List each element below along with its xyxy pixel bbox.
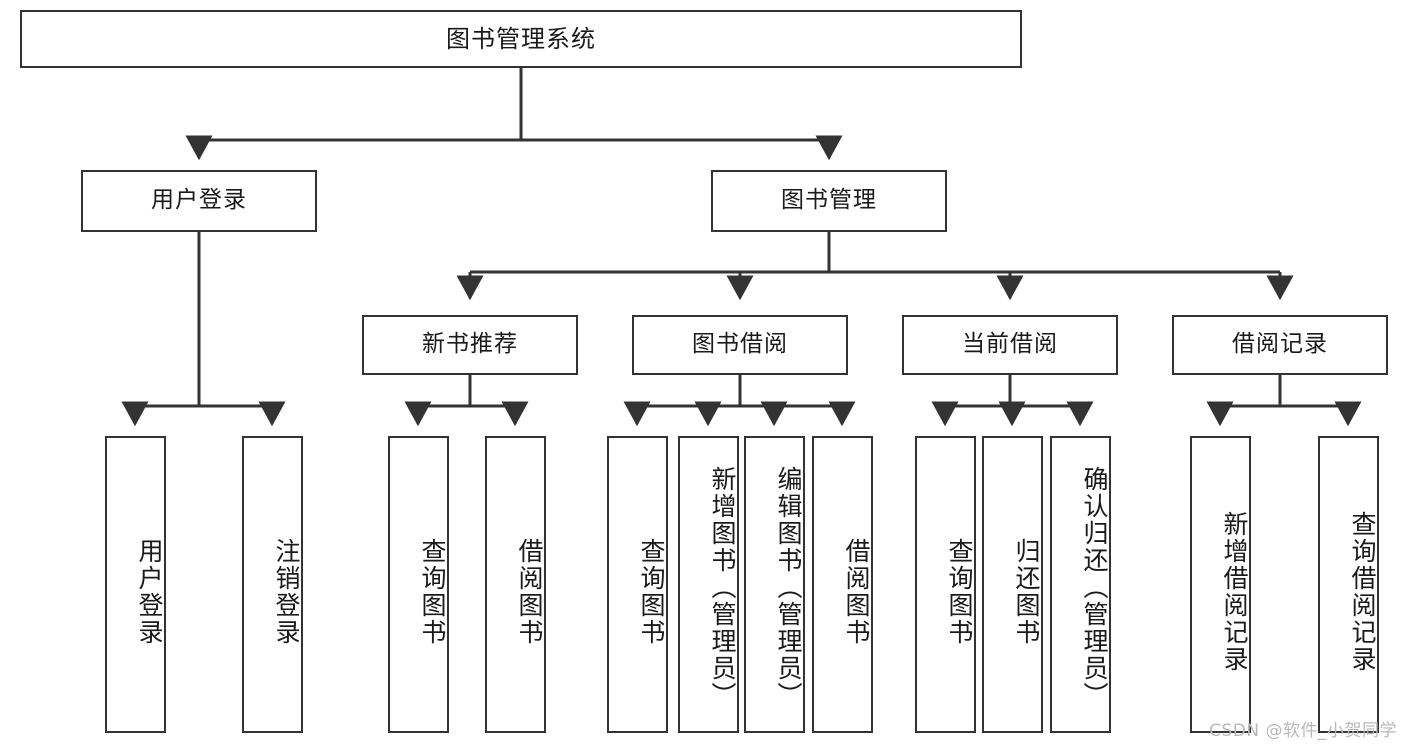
leaf-borrow-book-recommend[interactable]: 借阅图书 bbox=[485, 436, 546, 733]
leaf-confirm-return-admin[interactable]: 确认归还（管理员） bbox=[1050, 436, 1111, 733]
node-label: 图书管理 bbox=[781, 187, 877, 214]
leaf-borrow-book[interactable]: 借阅图书 bbox=[812, 436, 873, 733]
node-label: 用户登录 bbox=[151, 187, 247, 214]
leaf-query-book-recommend[interactable]: 查询图书 bbox=[388, 436, 449, 733]
node-label: 新增图书（管理员） bbox=[708, 466, 737, 709]
node-book-borrow[interactable]: 图书借阅 bbox=[632, 315, 848, 375]
node-label: 确认归还（管理员） bbox=[1080, 466, 1109, 709]
node-label: 注销登录 bbox=[272, 537, 301, 646]
node-label: 借阅图书 bbox=[515, 537, 544, 646]
node-borrow-records[interactable]: 借阅记录 bbox=[1172, 315, 1388, 375]
leaf-logout-login[interactable]: 注销登录 bbox=[242, 436, 303, 733]
node-label: 用户登录 bbox=[135, 537, 164, 646]
leaf-query-book-borrow[interactable]: 查询图书 bbox=[607, 436, 668, 733]
node-book-management[interactable]: 图书管理 bbox=[711, 170, 947, 232]
leaf-query-book-current[interactable]: 查询图书 bbox=[915, 436, 976, 733]
node-label: 查询图书 bbox=[418, 537, 447, 646]
leaf-edit-book-admin[interactable]: 编辑图书（管理员） bbox=[744, 436, 805, 733]
leaf-add-book-admin[interactable]: 新增图书（管理员） bbox=[678, 436, 739, 733]
node-label: 借阅记录 bbox=[1232, 331, 1328, 358]
leaf-user-login[interactable]: 用户登录 bbox=[105, 436, 166, 733]
node-label: 图书借阅 bbox=[692, 331, 788, 358]
node-label: 归还图书 bbox=[1012, 537, 1041, 646]
node-label: 图书管理系统 bbox=[446, 24, 596, 53]
leaf-add-borrow-record[interactable]: 新增借阅记录 bbox=[1190, 436, 1251, 733]
node-label: 借阅图书 bbox=[842, 537, 871, 646]
node-label: 查询借阅记录 bbox=[1348, 510, 1377, 673]
node-current-borrow[interactable]: 当前借阅 bbox=[902, 315, 1118, 375]
leaf-query-borrow-record[interactable]: 查询借阅记录 bbox=[1318, 436, 1379, 733]
watermark: CSDN @软件_小贺同学 bbox=[1209, 721, 1397, 741]
node-label: 新增借阅记录 bbox=[1220, 510, 1249, 673]
node-root-system[interactable]: 图书管理系统 bbox=[20, 10, 1022, 68]
node-label: 编辑图书（管理员） bbox=[774, 466, 803, 709]
node-label: 当前借阅 bbox=[962, 331, 1058, 358]
node-user-login[interactable]: 用户登录 bbox=[81, 170, 317, 232]
node-new-book-recommend[interactable]: 新书推荐 bbox=[362, 315, 578, 375]
node-label: 查询图书 bbox=[945, 537, 974, 646]
leaf-return-book[interactable]: 归还图书 bbox=[982, 436, 1043, 733]
node-label: 新书推荐 bbox=[422, 331, 518, 358]
node-label: 查询图书 bbox=[637, 537, 666, 646]
